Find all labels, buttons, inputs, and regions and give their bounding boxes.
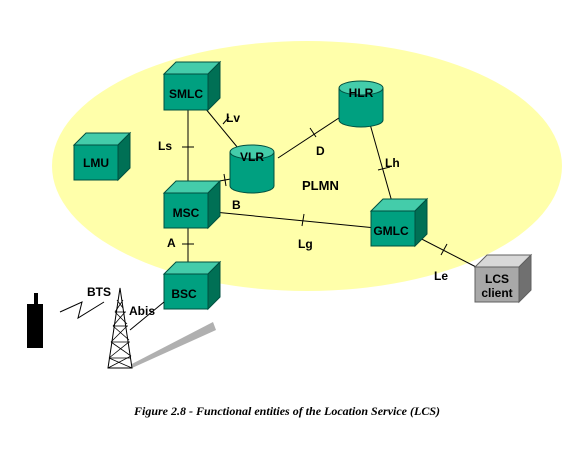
svg-text:SMLC: SMLC [169,87,203,101]
vlr-node: VLR [229,144,275,194]
svg-text:MSC: MSC [173,206,200,220]
link-smlc-vlr [204,107,239,149]
svg-text:LCS: LCS [485,272,509,286]
svg-text:GMLC: GMLC [373,224,409,238]
interface-lv-label: Lv [226,111,240,125]
bsc-node: BSC [162,260,222,311]
interface-lh-label: Lh [385,156,400,170]
plmn-label: PLMN [302,178,339,193]
mobile-phone-icon [27,293,43,348]
interface-le-label: Le [434,269,448,283]
lmu-node: LMU [72,131,132,182]
bts-label: BTS [87,285,111,299]
link-msc-gmlc [213,211,377,229]
interface-b-label: B [232,198,241,212]
interface-d-label: D [316,144,325,158]
figure-caption: Figure 2.8 - Functional entities of the … [133,404,440,418]
link-vlr-hlr [277,111,349,159]
link-hlr-gmlc [369,123,393,203]
lcs-client-node: LCS client [473,253,533,304]
msc-node: MSC [162,179,222,230]
gmlc-node: GMLC [369,197,429,248]
interface-lg-label: Lg [298,237,313,251]
interface-ls-label: Ls [158,139,172,153]
radio-link-zigzag [59,301,105,320]
bts-tower [107,287,216,369]
interface-a-label: A [167,236,176,250]
smlc-node: SMLC [162,60,222,112]
interface-ticks [182,116,448,256]
svg-text:VLR: VLR [240,150,264,164]
interface-abis-label: Abis [129,304,155,318]
svg-text:HLR: HLR [349,86,374,100]
svg-text:BSC: BSC [171,287,197,301]
svg-text:client: client [481,286,512,300]
hlr-node: HLR [338,80,384,128]
svg-text:LMU: LMU [83,156,109,170]
